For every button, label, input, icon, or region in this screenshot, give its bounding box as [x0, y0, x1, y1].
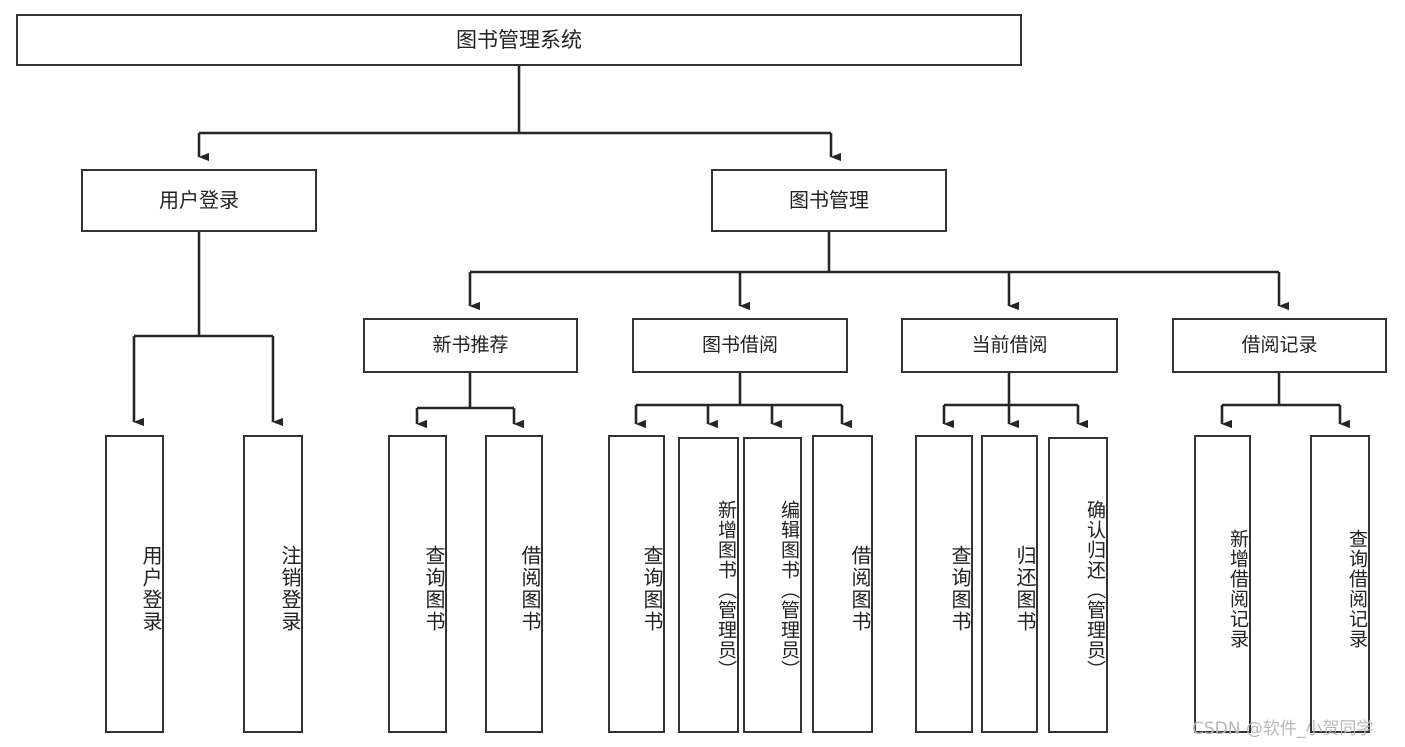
node-label: 借阅记录 — [1241, 334, 1318, 357]
node-book-borrow[interactable]: 图书借阅 — [632, 318, 848, 373]
node-label: 查询图书 — [948, 545, 972, 633]
node-book-management[interactable]: 图书管理 — [711, 169, 947, 232]
node-leaf-confirm-return-admin[interactable]: 确认归还（管理员） — [1048, 437, 1108, 733]
node-user-login[interactable]: 用户登录 — [81, 169, 317, 232]
node-label: 图书管理 — [789, 187, 869, 212]
node-label: 图书借阅 — [701, 334, 778, 357]
node-label: 借阅图书 — [848, 545, 872, 633]
node-root[interactable]: 图书管理系统 — [16, 14, 1022, 66]
node-label: 注销登录 — [278, 545, 302, 633]
node-label: 查询图书 — [422, 545, 446, 633]
node-label: 当前借阅 — [971, 334, 1048, 357]
node-leaf-user-login[interactable]: 用户登录 — [105, 435, 164, 733]
node-current-borrow[interactable]: 当前借阅 — [901, 318, 1118, 373]
node-label: 图书管理系统 — [456, 27, 582, 52]
node-label: 借阅图书 — [518, 545, 542, 633]
node-leaf-borrow-book-1[interactable]: 借阅图书 — [485, 435, 543, 733]
node-label: 用户登录 — [139, 545, 163, 633]
node-leaf-borrow-book-2[interactable]: 借阅图书 — [812, 435, 873, 733]
node-leaf-logout-login[interactable]: 注销登录 — [243, 435, 303, 733]
node-label: 确认归还（管理员） — [1084, 500, 1106, 680]
node-label: 归还图书 — [1013, 545, 1037, 633]
node-leaf-add-book-admin[interactable]: 新增图书（管理员） — [678, 437, 739, 733]
node-label: 查询图书 — [640, 545, 664, 633]
node-borrow-record[interactable]: 借阅记录 — [1172, 318, 1387, 373]
node-leaf-add-borrow-record[interactable]: 新增借阅记录 — [1194, 435, 1251, 733]
node-label: 编辑图书（管理员） — [778, 500, 800, 680]
node-leaf-query-book-2[interactable]: 查询图书 — [608, 435, 665, 733]
node-label: 新增借阅记录 — [1227, 529, 1249, 649]
node-leaf-query-borrow-record[interactable]: 查询借阅记录 — [1310, 435, 1370, 733]
node-label: 新书推荐 — [432, 334, 509, 357]
node-leaf-return-book[interactable]: 归还图书 — [981, 435, 1038, 733]
node-leaf-edit-book-admin[interactable]: 编辑图书（管理员） — [743, 437, 802, 733]
node-leaf-query-book-1[interactable]: 查询图书 — [388, 435, 447, 733]
node-new-book-recommend[interactable]: 新书推荐 — [363, 318, 578, 373]
node-leaf-query-book-3[interactable]: 查询图书 — [915, 435, 973, 733]
node-label: 用户登录 — [159, 187, 239, 212]
node-label: 查询借阅记录 — [1346, 529, 1368, 649]
node-label: 新增图书（管理员） — [715, 500, 737, 680]
